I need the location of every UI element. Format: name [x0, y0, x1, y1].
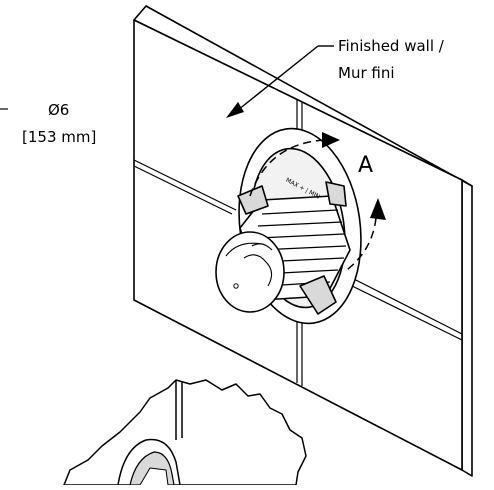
diameter-line1: Ø6 [48, 101, 69, 119]
wall-vent-cap [215, 127, 362, 325]
wall-label-line2: Mur fini [338, 64, 395, 82]
detail-inset [63, 379, 307, 486]
curved-arrow-icon [249, 132, 386, 273]
arrow-icon [226, 45, 334, 118]
rotation-label: A [358, 153, 373, 178]
wall-label-line1: Finished wall / [338, 37, 445, 55]
diameter-line2: [153 mm] [22, 128, 96, 146]
